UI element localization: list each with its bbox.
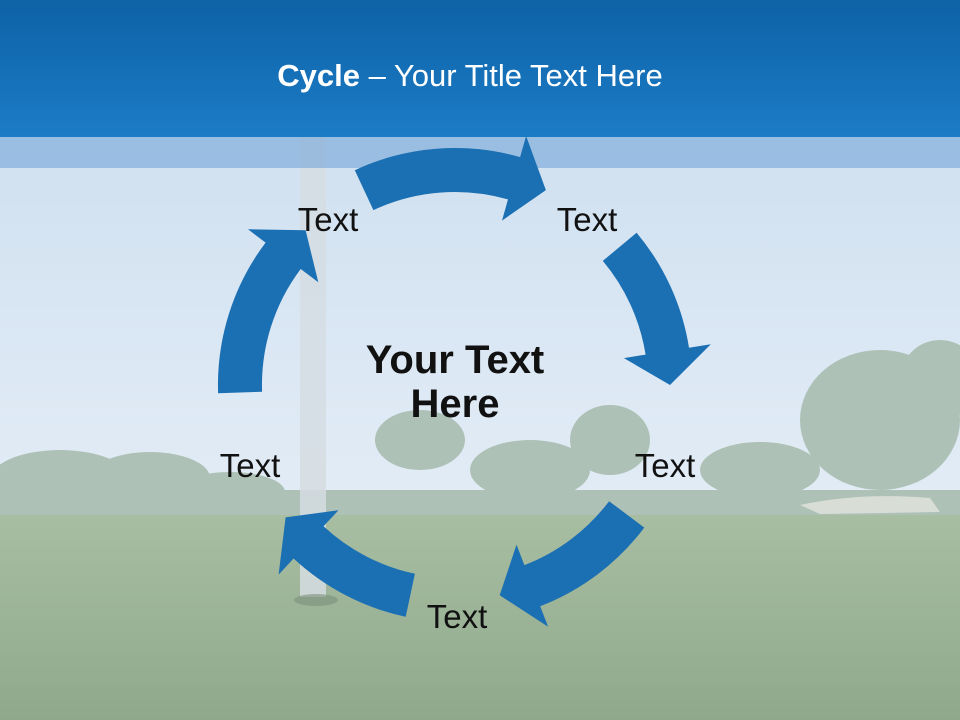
center-text: Your Text Here: [330, 338, 580, 426]
tree-line: [0, 340, 960, 520]
curved-arrow-icon-4: [278, 510, 415, 617]
step-label-1: Text: [297, 201, 359, 238]
curved-arrow-icon-5: [217, 229, 319, 394]
step-label-5: Text: [219, 447, 281, 484]
step-label-2: Text: [556, 201, 618, 238]
center-text-line-2: Here: [410, 382, 500, 426]
title-bold: Cycle: [277, 58, 360, 93]
slide-title: Cycle – Your Title Text Here: [0, 56, 940, 96]
curved-arrow-icon-3: [499, 501, 645, 627]
step-label-4: Text: [426, 598, 488, 635]
title-rest: – Your Title Text Here: [360, 58, 663, 93]
cycle-arrows: [217, 136, 711, 627]
center-text-line-1: Your Text: [365, 338, 545, 382]
title-bar: [0, 0, 960, 137]
curved-arrow-icon-2: [602, 232, 711, 385]
step-label-3: Text: [634, 447, 696, 484]
curved-arrow-icon-1: [354, 136, 546, 221]
